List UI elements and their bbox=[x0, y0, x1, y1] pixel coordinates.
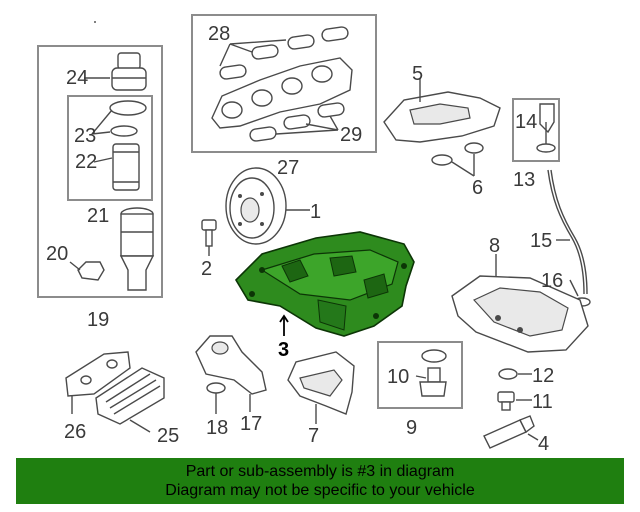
callout-26: 26 bbox=[64, 421, 86, 443]
o-ring-6b bbox=[464, 142, 484, 154]
banner-line-2: Diagram may not be specific to your vehi… bbox=[165, 482, 475, 499]
baffle-7 bbox=[287, 351, 355, 415]
callout-17: 17 bbox=[240, 413, 262, 435]
callout-23: 23 bbox=[74, 125, 96, 147]
seal-ring-23a bbox=[109, 100, 147, 116]
leader-6 bbox=[451, 154, 475, 177]
gaskets-28 bbox=[219, 26, 349, 80]
leader-16 bbox=[569, 279, 579, 297]
leader-29 bbox=[275, 115, 339, 135]
callout-13: 13 bbox=[513, 169, 535, 191]
frame-9 bbox=[377, 341, 463, 409]
washer-12 bbox=[498, 368, 518, 380]
bolt-2 bbox=[201, 219, 217, 247]
callout-21: 21 bbox=[87, 205, 109, 227]
callout-3: 3 bbox=[278, 339, 289, 361]
leader-23 bbox=[91, 109, 113, 135]
callout-7: 7 bbox=[308, 425, 319, 447]
sub-assembly-banner: Part or sub-assembly is #3 in diagram Di… bbox=[16, 458, 624, 504]
callout-18: 18 bbox=[206, 417, 228, 439]
dipstick-handle-14 bbox=[539, 103, 555, 134]
callout-6: 6 bbox=[472, 177, 483, 199]
callout-28: 28 bbox=[208, 23, 230, 45]
crank-pulley-1 bbox=[225, 167, 287, 245]
oil-level-sensor-9 bbox=[419, 367, 447, 397]
callout-24: 24 bbox=[66, 67, 88, 89]
frame-21 bbox=[67, 95, 153, 201]
callout-1: 1 bbox=[310, 201, 321, 223]
o-ring-18 bbox=[206, 382, 226, 394]
callout-11: 11 bbox=[532, 391, 553, 413]
callout-25: 25 bbox=[157, 425, 179, 447]
callout-2: 2 bbox=[201, 258, 212, 280]
callout-12: 12 bbox=[532, 365, 554, 387]
callout-4: 4 bbox=[538, 433, 549, 455]
callout-22: 22 bbox=[75, 151, 97, 173]
seal-14 bbox=[536, 143, 556, 153]
seal-ring-22 bbox=[110, 125, 138, 137]
filter-element bbox=[112, 143, 140, 191]
callout-5: 5 bbox=[412, 63, 423, 85]
callout-19: 19 bbox=[87, 309, 109, 331]
oil-pan-lower-8 bbox=[451, 275, 589, 353]
oil-cooler-25 bbox=[95, 367, 165, 425]
frame-13 bbox=[512, 98, 560, 162]
callout-14: 14 bbox=[515, 111, 537, 133]
filter-housing bbox=[119, 207, 155, 291]
callout-27: 27 bbox=[277, 157, 299, 179]
leader-4 bbox=[527, 433, 539, 441]
callout-15: 15 bbox=[530, 230, 552, 252]
leader-22 bbox=[93, 157, 113, 163]
callout-8: 8 bbox=[489, 235, 500, 257]
parts-diagram: 1 2 3 4 5 6 7 8 9 10 11 12 13 14 15 16 1… bbox=[37, 14, 591, 455]
leader-20 bbox=[69, 261, 81, 271]
o-ring-10 bbox=[421, 349, 447, 363]
gaskets-29 bbox=[249, 102, 345, 142]
leader-28 bbox=[219, 39, 287, 67]
bracket-20 bbox=[77, 261, 105, 281]
drain-plug-11 bbox=[497, 391, 515, 411]
oil-pump-17 bbox=[195, 335, 267, 395]
dipstick-tube-15 bbox=[547, 169, 585, 295]
banner-line-1: Part or sub-assembly is #3 in diagram bbox=[185, 463, 455, 480]
callout-29: 29 bbox=[340, 124, 362, 146]
frame-27 bbox=[191, 14, 377, 153]
o-ring-6a bbox=[431, 154, 453, 166]
callout-20: 20 bbox=[46, 243, 68, 265]
leader-10 bbox=[415, 375, 427, 379]
cover-5 bbox=[383, 91, 501, 143]
leader-25 bbox=[129, 419, 151, 433]
oil-filter-cap bbox=[111, 52, 147, 91]
callout-9: 9 bbox=[406, 417, 417, 439]
intake-manifold bbox=[211, 57, 353, 129]
frame-19 bbox=[37, 45, 163, 298]
gasket-26 bbox=[65, 351, 131, 397]
sealant-tube-4 bbox=[483, 415, 535, 449]
oil-pan-upper-3-highlighted bbox=[234, 231, 415, 337]
callout-10: 10 bbox=[387, 366, 409, 388]
callout-16: 16 bbox=[541, 270, 563, 292]
